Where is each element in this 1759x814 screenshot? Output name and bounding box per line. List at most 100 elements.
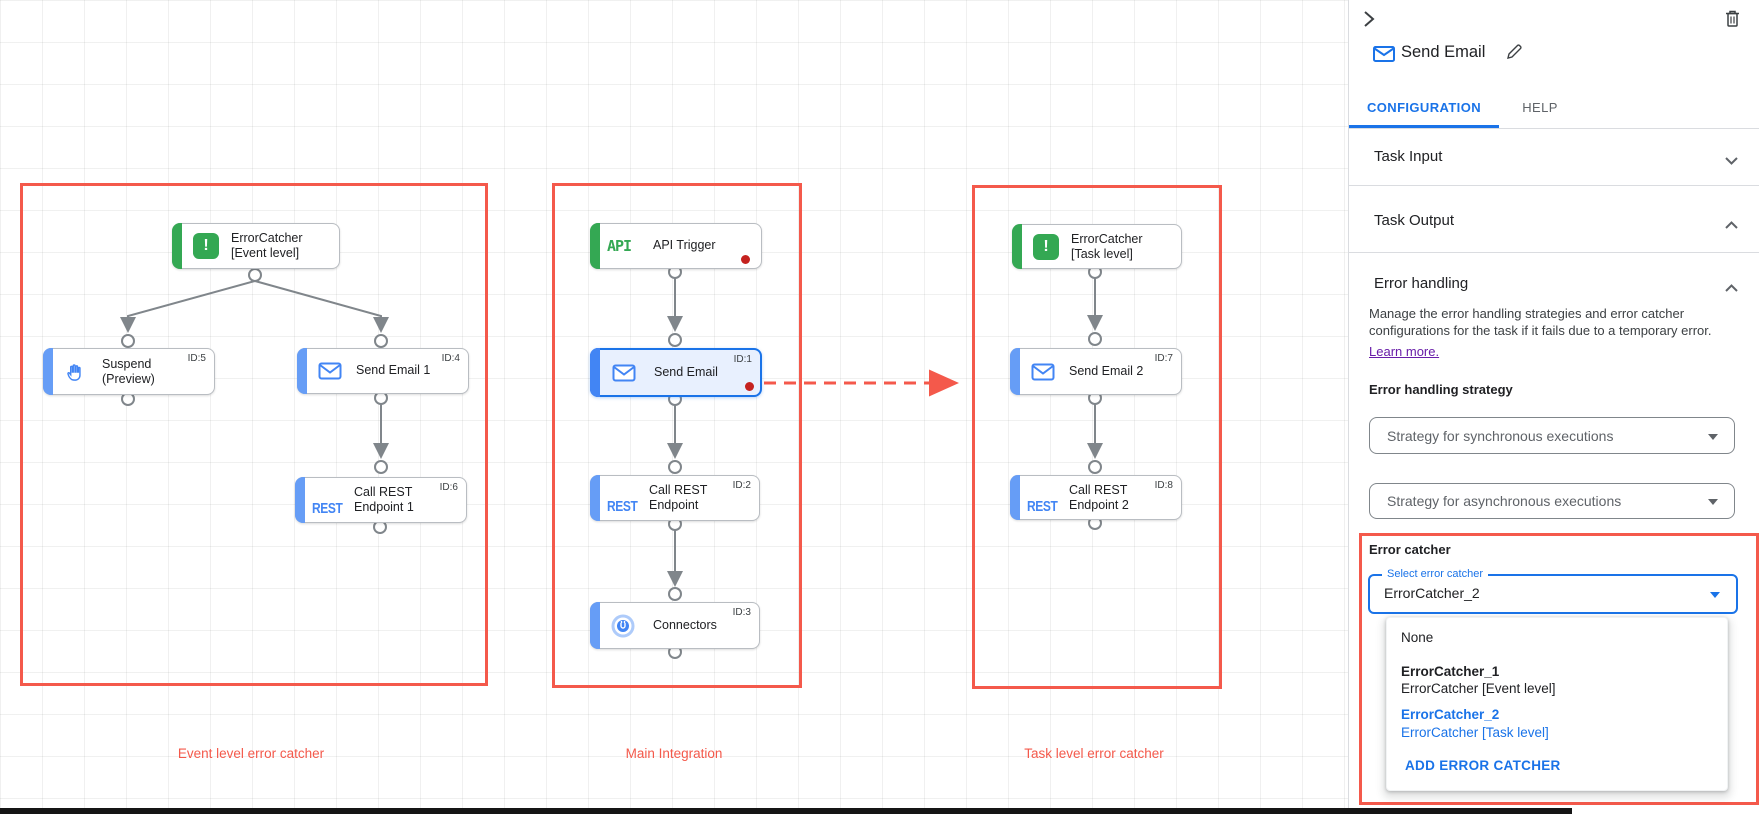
node-send-email-2[interactable]: Send Email 2 ID:7 (1010, 348, 1182, 395)
add-error-catcher-button[interactable]: ADD ERROR CATCHER (1405, 758, 1561, 773)
caption-task-level: Task level error catcher (1024, 746, 1164, 761)
task-type-email-icon (1373, 46, 1395, 67)
error-handling-description: Manage the error handling strategies and… (1369, 305, 1747, 339)
rest-logo-icon: REST (607, 498, 638, 515)
integration-canvas[interactable]: ! ErrorCatcher[Event level] Suspend(Prev… (0, 0, 1348, 814)
async-strategy-dropdown[interactable]: Strategy for asynchronous executions (1369, 483, 1735, 519)
node-label: [Task level] (1071, 246, 1133, 261)
tab-help[interactable]: HELP (1522, 99, 1558, 115)
node-label: Call REST (1069, 482, 1128, 497)
sync-strategy-dropdown[interactable]: Strategy for synchronous executions (1369, 417, 1735, 454)
active-tab-underline (1349, 125, 1499, 128)
caption-main-integration: Main Integration (625, 746, 723, 761)
chevron-down-icon (1725, 152, 1738, 170)
rest-logo-icon: REST (312, 500, 343, 517)
node-error-catcher-event[interactable]: ! ErrorCatcher[Event level] (172, 223, 340, 269)
node-accent-bar (590, 223, 600, 269)
node-send-email-selected[interactable]: Send Email ID:1 (590, 348, 762, 397)
node-label: Call REST (354, 485, 413, 499)
task-id-badge: ID:6 (439, 482, 458, 493)
divider (1349, 128, 1759, 129)
node-label: Send Email 2 (1069, 364, 1144, 378)
hand-icon (64, 361, 86, 383)
description-line: configurations for the task if it fails … (1369, 323, 1712, 338)
panel-title: Send Email (1401, 43, 1486, 61)
callout-error-catcher-section (1359, 533, 1759, 805)
strategy-label: Error handling strategy (1369, 382, 1513, 397)
node-label: ErrorCatcher (231, 231, 303, 245)
node-label: Endpoint 1 (354, 500, 414, 514)
error-dot (741, 255, 750, 264)
menu-option-errorcatcher-2-desc[interactable]: ErrorCatcher [Task level] (1401, 725, 1549, 740)
error-catcher-label: Error catcher (1369, 542, 1451, 557)
node-accent-bar (295, 477, 305, 523)
node-label: [Event level] (231, 246, 300, 260)
node-label: Call REST (649, 483, 708, 497)
email-icon (318, 362, 342, 380)
callout-event-level (20, 183, 488, 686)
learn-more-link[interactable]: Learn more. (1369, 344, 1440, 359)
node-label: (Preview) (102, 371, 155, 386)
dropdown-caret-icon (1708, 499, 1718, 505)
dropdown-value: Strategy for asynchronous executions (1387, 493, 1622, 509)
node-label: Endpoint (649, 498, 699, 512)
node-connectors[interactable]: Connectors ID:3 (590, 602, 760, 649)
node-error-catcher-task[interactable]: ! ErrorCatcher[Task level] (1012, 224, 1182, 269)
node-suspend[interactable]: Suspend(Preview) ID:5 (43, 348, 215, 395)
rest-logo-icon: REST (1027, 497, 1058, 515)
menu-option-errorcatcher-2[interactable]: ErrorCatcher_2 (1401, 707, 1500, 722)
section-title: Task Output (1374, 212, 1455, 229)
edit-title-icon[interactable] (1506, 43, 1523, 65)
menu-option-none[interactable]: None (1401, 630, 1434, 645)
node-label: Connectors (653, 618, 717, 632)
node-accent-bar (590, 602, 600, 649)
tab-configuration[interactable]: CONFIGURATION (1366, 99, 1481, 115)
node-accent-bar (590, 475, 600, 521)
callout-task-level (972, 185, 1222, 689)
api-logo-icon: API (607, 237, 632, 255)
error-catcher-icon: ! (193, 233, 219, 259)
task-id-badge: ID:3 (732, 607, 751, 618)
node-label: ErrorCatcher (1071, 231, 1143, 246)
collapse-panel-icon[interactable] (1363, 10, 1375, 33)
select-value: ErrorCatcher_2 (1384, 585, 1480, 601)
node-accent-bar (590, 348, 600, 397)
caption-event-level: Event level error catcher (177, 746, 325, 761)
dropdown-value: Strategy for synchronous executions (1387, 427, 1614, 444)
menu-option-errorcatcher-1[interactable]: ErrorCatcher_1 (1401, 664, 1500, 679)
window-bottom-edge (0, 808, 1572, 814)
node-accent-bar (1012, 224, 1022, 269)
section-task-input[interactable]: Task Input (1349, 128, 1759, 185)
task-config-panel: Send Email CONFIGURATION HELP Task Input… (1348, 0, 1759, 814)
description-line: Manage the error handling strategies and… (1369, 306, 1685, 321)
node-label: Send Email 1 (356, 363, 431, 377)
node-send-email-1[interactable]: Send Email 1 ID:4 (297, 348, 469, 394)
node-accent-bar (1010, 348, 1020, 395)
error-catcher-select[interactable]: Select error catcher ErrorCatcher_2 (1368, 568, 1738, 614)
section-task-output[interactable]: Task Output (1349, 185, 1759, 252)
node-accent-bar (172, 223, 182, 269)
section-error-handling[interactable]: Error handling (1349, 252, 1759, 302)
error-catcher-icon: ! (1033, 233, 1059, 260)
task-id-badge: ID:1 (733, 354, 752, 365)
node-accent-bar (297, 348, 307, 394)
error-catcher-menu: None ErrorCatcher_1 ErrorCatcher [Event … (1386, 617, 1728, 791)
node-label: Suspend (102, 356, 152, 371)
delete-task-icon[interactable] (1725, 10, 1740, 32)
node-api-trigger[interactable]: API API Trigger (590, 223, 762, 269)
callout-main-integration (552, 183, 802, 688)
task-id-badge: ID:2 (732, 480, 751, 491)
task-id-badge: ID:7 (1154, 353, 1173, 364)
node-accent-bar (43, 348, 53, 395)
error-dot (745, 382, 754, 391)
connectors-icon (611, 614, 635, 638)
select-floating-label: Select error catcher (1382, 568, 1488, 580)
divider (1349, 252, 1759, 253)
section-title: Task Input (1374, 148, 1443, 165)
menu-option-errorcatcher-1-desc[interactable]: ErrorCatcher [Event level] (1401, 681, 1556, 696)
dropdown-caret-icon (1708, 433, 1718, 440)
chevron-up-icon (1725, 279, 1738, 297)
